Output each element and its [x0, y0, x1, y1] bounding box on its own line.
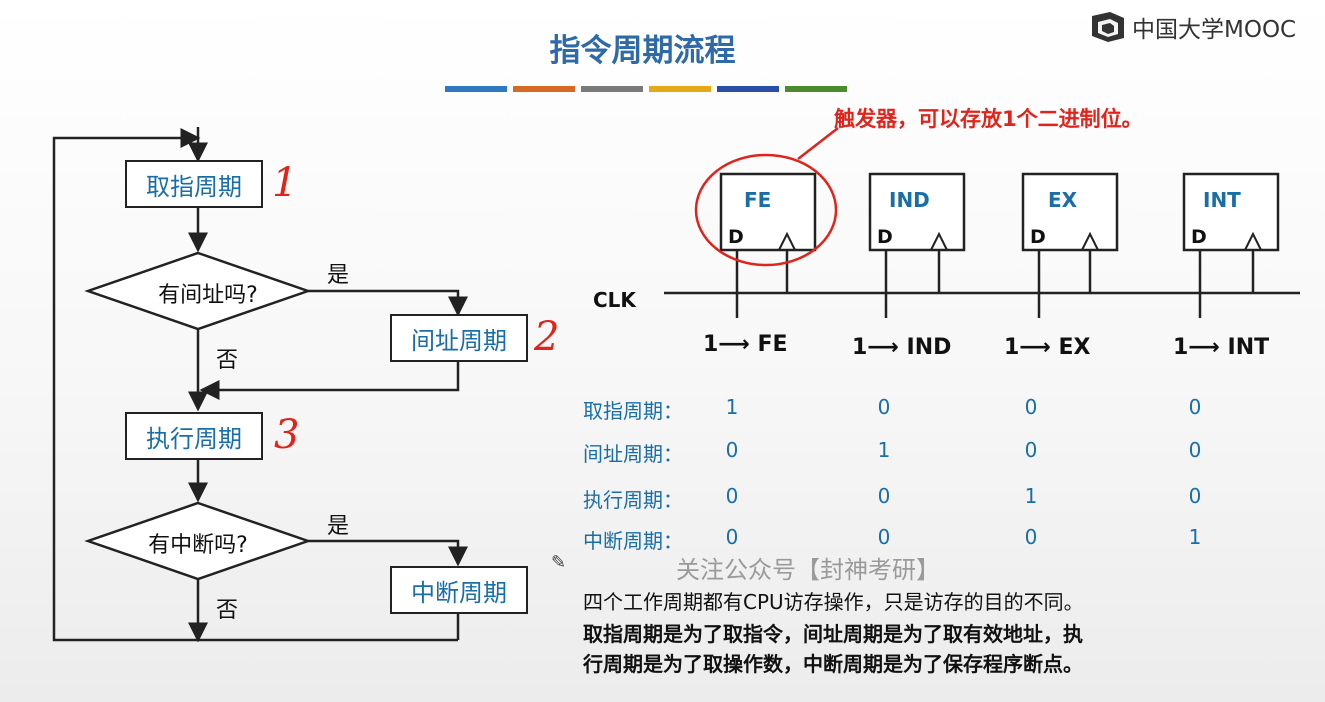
flipflop-fe-name: FE: [744, 188, 772, 212]
row-label-fetch: 取指周期：: [583, 399, 683, 423]
table-cell: 0: [877, 395, 891, 419]
color-bar: [513, 86, 575, 92]
no-label-interrupt: 否: [216, 598, 239, 623]
logo-text: 中国大学MOOC: [1132, 17, 1297, 43]
no-label-indirect: 否: [216, 348, 239, 373]
table-cell: 0: [725, 484, 739, 508]
handwritten-mark-1: 1: [272, 160, 298, 206]
assign-int: 1⟶ INT: [1173, 335, 1270, 360]
flipflop-ex-d: D: [1030, 226, 1046, 248]
table-cell: 0: [725, 525, 739, 549]
table-cell: 1: [1024, 484, 1038, 508]
row-label-interrupt: 中断周期：: [583, 529, 683, 553]
explanation-line-1: 四个工作周期都有CPU访存操作，只是访存的目的不同。: [583, 590, 1084, 614]
table-cell: 0: [1024, 525, 1038, 549]
indirect-cycle-label: 间址周期: [411, 326, 507, 355]
fetch-cycle-label: 取指周期: [146, 172, 242, 201]
table-cell: 0: [1188, 438, 1202, 462]
clock-label: CLK: [593, 288, 636, 312]
watermark-text: 关注公众号【封神考研】: [676, 556, 940, 584]
interrupt-cycle-label: 中断周期: [411, 578, 507, 607]
table-cell: 1: [725, 395, 739, 419]
handwritten-mark-3: 3: [274, 412, 300, 458]
flipflop-ind-d: D: [877, 226, 893, 248]
color-bar: [649, 86, 711, 92]
fetch-cycle-box: 取指周期: [125, 160, 263, 208]
yes-label-interrupt: 是: [327, 514, 350, 539]
row-label-indirect: 间址周期：: [583, 442, 683, 466]
assign-ex: 1⟶ EX: [1004, 335, 1091, 360]
table-cell: 0: [1024, 395, 1038, 419]
color-bar: [785, 86, 847, 92]
table-cell: 0: [1188, 395, 1202, 419]
table-cell: 0: [725, 438, 739, 462]
row-label-execute: 执行周期：: [583, 488, 683, 512]
mooc-logo: 中国大学MOOC: [1090, 12, 1297, 43]
assign-ind: 1⟶ IND: [852, 335, 952, 360]
table-cell: 1: [1188, 525, 1202, 549]
color-bar: [581, 86, 643, 92]
explanation-line-2: 取指周期是为了取指令，间址周期是为了取有效地址，执: [583, 622, 1083, 646]
table-cell: 0: [877, 484, 891, 508]
flipflop-int-d: D: [1191, 226, 1207, 248]
flipflop-annotation: 触发器，可以存放1个二进制位。: [834, 107, 1143, 131]
yes-label-indirect: 是: [327, 263, 350, 288]
flipflop-ex-name: EX: [1048, 188, 1078, 212]
mooc-logo-icon: [1092, 12, 1124, 42]
explanation-line-3: 行周期是为了取操作数，中断周期是为了保存程序断点。: [583, 652, 1083, 676]
interrupt-cycle-box: 中断周期: [390, 566, 528, 614]
indirect-question: 有间址吗?: [158, 283, 258, 308]
color-bar: [717, 86, 779, 92]
flipflop-ind-name: IND: [889, 188, 930, 212]
page-title: 指令周期流程: [549, 33, 736, 69]
assign-fe: 1⟶ FE: [703, 332, 788, 357]
interrupt-question: 有中断吗?: [148, 533, 248, 558]
title-color-bars: [445, 86, 847, 92]
pencil-icon: ✎: [551, 552, 567, 573]
table-cell: 1: [877, 438, 891, 462]
table-cell: 0: [877, 525, 891, 549]
color-bar: [445, 86, 507, 92]
execute-cycle-label: 执行周期: [146, 424, 242, 453]
flipflop-fe-d: D: [728, 226, 744, 248]
indirect-cycle-box: 间址周期: [390, 314, 528, 362]
handwritten-mark-2: 2: [534, 314, 560, 360]
flipflop-int-name: INT: [1203, 188, 1241, 212]
table-cell: 0: [1024, 438, 1038, 462]
execute-cycle-box: 执行周期: [125, 412, 263, 460]
table-cell: 0: [1188, 484, 1202, 508]
